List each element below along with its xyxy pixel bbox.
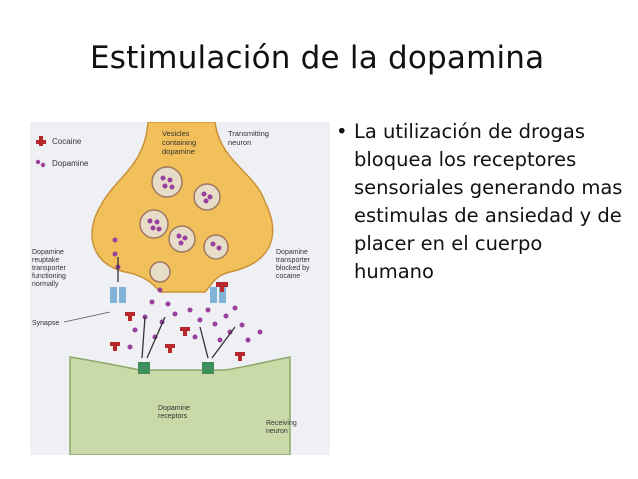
legend-cocaine-label: Cocaine [52, 137, 82, 146]
receiving-label-1: Receiving [266, 420, 297, 427]
synapse-pointer [63, 311, 111, 323]
dopamine-transporters [110, 287, 226, 303]
receptors-label-1: Dopamine [158, 405, 190, 412]
legend-dopamine-label: Dopamine [52, 159, 89, 168]
vesicles-label-3: dopamine [162, 147, 195, 156]
bullet-item: La utilización de drogas bloquea los rec… [336, 118, 626, 286]
reuptake-label-4: functioning [32, 273, 66, 280]
dopamine-synapse-diagram: Cocaine Dopamine Vesicles containing dop… [30, 122, 330, 455]
vesicle-dopamine [147, 175, 222, 251]
reuptake-label-2: reuptake [32, 257, 59, 264]
vesicles-label-2: containing [162, 138, 196, 147]
bullet-list: La utilización de drogas bloquea los rec… [336, 118, 626, 286]
receiving-label-2: neuron [266, 428, 288, 435]
vesicles-label-1: Vesicles [162, 129, 190, 138]
receiving-neuron [69, 356, 291, 455]
dopamine-receptors [138, 362, 214, 374]
cocaine-molecules [110, 282, 245, 361]
blocked-label-4: cocaine [276, 273, 300, 280]
blocked-label-3: blocked by [276, 265, 310, 272]
reuptake-label-1: Dopamine [32, 249, 64, 256]
transmitting-label-1: Transmitting [228, 129, 269, 138]
transmitting-label-2: neuron [228, 138, 251, 147]
releasing-vesicle [149, 261, 171, 283]
synapse-label: Synapse [32, 320, 59, 327]
reuptake-label-5: normally [32, 281, 59, 288]
flow-arrows [117, 257, 236, 359]
blocked-label-1: Dopamine [276, 249, 308, 256]
vesicles [139, 166, 229, 260]
reuptake-label-3: transporter [32, 265, 67, 272]
receptors-label-2: receptors [158, 413, 188, 420]
legend [35, 136, 46, 168]
blocked-label-2: transporter [276, 257, 311, 264]
slide-title: Estimulación de la dopamina [90, 40, 545, 76]
synapse-illustration: Cocaine Dopamine Vesicles containing dop… [32, 122, 311, 455]
